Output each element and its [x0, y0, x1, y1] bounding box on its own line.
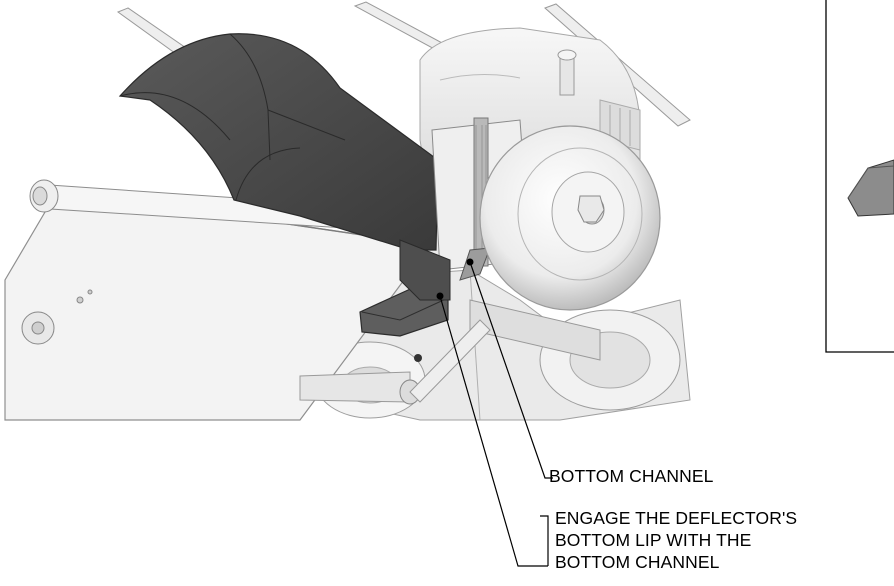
lower-linkage — [299, 319, 491, 405]
callout-bottom-channel-label: BOTTOM CHANNEL — [549, 466, 714, 486]
deflector-bottom-lip — [359, 239, 451, 337]
callout-dot-bottom-lip — [436, 292, 444, 300]
pulley-wheel — [479, 125, 661, 311]
callout-dot-bottom-channel — [466, 258, 474, 266]
callout-engage-instruction: ENGAGE THE DEFLECTOR'S BOTTOM LIP WITH T… — [555, 507, 797, 573]
chute-deflector — [118, 33, 439, 251]
callout-leaders — [439, 261, 553, 567]
inset-panel — [825, 0, 894, 353]
callout-engage-line-3: BOTTOM CHANNEL — [555, 552, 720, 572]
callout-engage-line-2: BOTTOM LIP WITH THE — [555, 530, 752, 550]
callout-engage-line-1: ENGAGE THE DEFLECTOR'S — [555, 508, 798, 528]
